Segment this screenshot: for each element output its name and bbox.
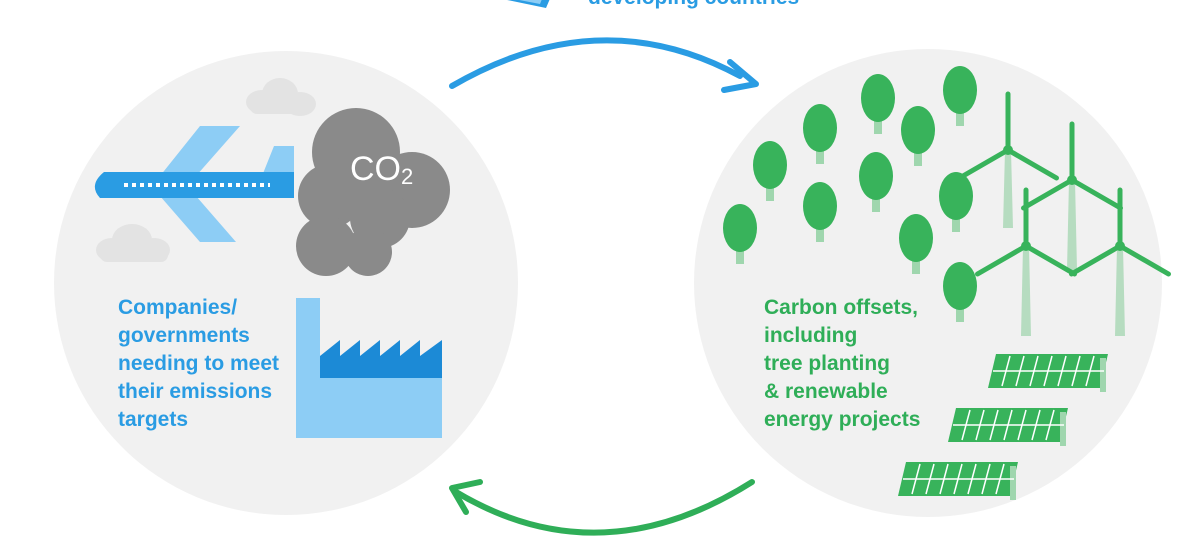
- tree-icon: [943, 66, 977, 126]
- solar-panel-group: [898, 354, 1108, 500]
- tree-icon: [803, 104, 837, 164]
- solar-panel-icon: [898, 462, 1018, 500]
- airplane-icon: [94, 126, 294, 242]
- left-label-line: Companies/: [118, 296, 238, 319]
- solar-panel-icon: [988, 354, 1108, 392]
- tree-icon: [943, 262, 977, 322]
- co2-cloud-icon: [296, 108, 450, 276]
- left-label-line: their emissions: [118, 380, 273, 403]
- tree-icon: [803, 182, 837, 242]
- top-caption: developing countries: [588, 0, 799, 10]
- right-panel-description: Carbon offsets, including tree planting …: [764, 294, 920, 434]
- cycle-arrow-icon-top: [449, 37, 759, 93]
- right-label-line: tree planting: [764, 352, 891, 375]
- right-label-line: including: [764, 324, 858, 347]
- tree-icon: [939, 172, 973, 232]
- wind-turbine-icon: [975, 187, 1077, 336]
- left-label-line: needing to meet: [118, 352, 280, 375]
- tree-icon: [859, 152, 893, 212]
- light-cloud-icon: [96, 224, 170, 262]
- wind-turbine-group: [957, 91, 1171, 336]
- co2-subscript: 2: [401, 164, 414, 189]
- factory-icon: [296, 298, 442, 438]
- tree-icon: [899, 214, 933, 274]
- tree-icon: [901, 106, 935, 166]
- left-circle: [54, 51, 518, 515]
- tree-group: [723, 66, 977, 322]
- right-label-line: & renewable: [764, 380, 888, 403]
- co2-main: CO: [350, 150, 401, 188]
- tree-icon: [861, 74, 895, 134]
- right-label-line: Carbon offsets,: [764, 296, 919, 319]
- wind-turbine-icon: [957, 91, 1059, 228]
- right-circle: [694, 49, 1162, 517]
- top-arrow-fragment: [507, 0, 550, 8]
- wind-turbine-icon: [1069, 187, 1171, 336]
- cycle-arrow-icon-bottom: [449, 479, 755, 536]
- left-panel-description: Companies/ governments needing to meet t…: [118, 294, 279, 434]
- tree-icon: [753, 141, 787, 201]
- solar-panel-icon: [948, 408, 1068, 446]
- co2-label: CO2: [350, 150, 413, 189]
- left-label-line: governments: [118, 324, 250, 347]
- left-label-line: targets: [118, 408, 189, 431]
- wind-turbine-icon: [1021, 121, 1123, 270]
- tree-icon: [723, 204, 757, 264]
- right-label-line: energy projects: [764, 408, 921, 431]
- light-cloud-icon: [246, 78, 316, 116]
